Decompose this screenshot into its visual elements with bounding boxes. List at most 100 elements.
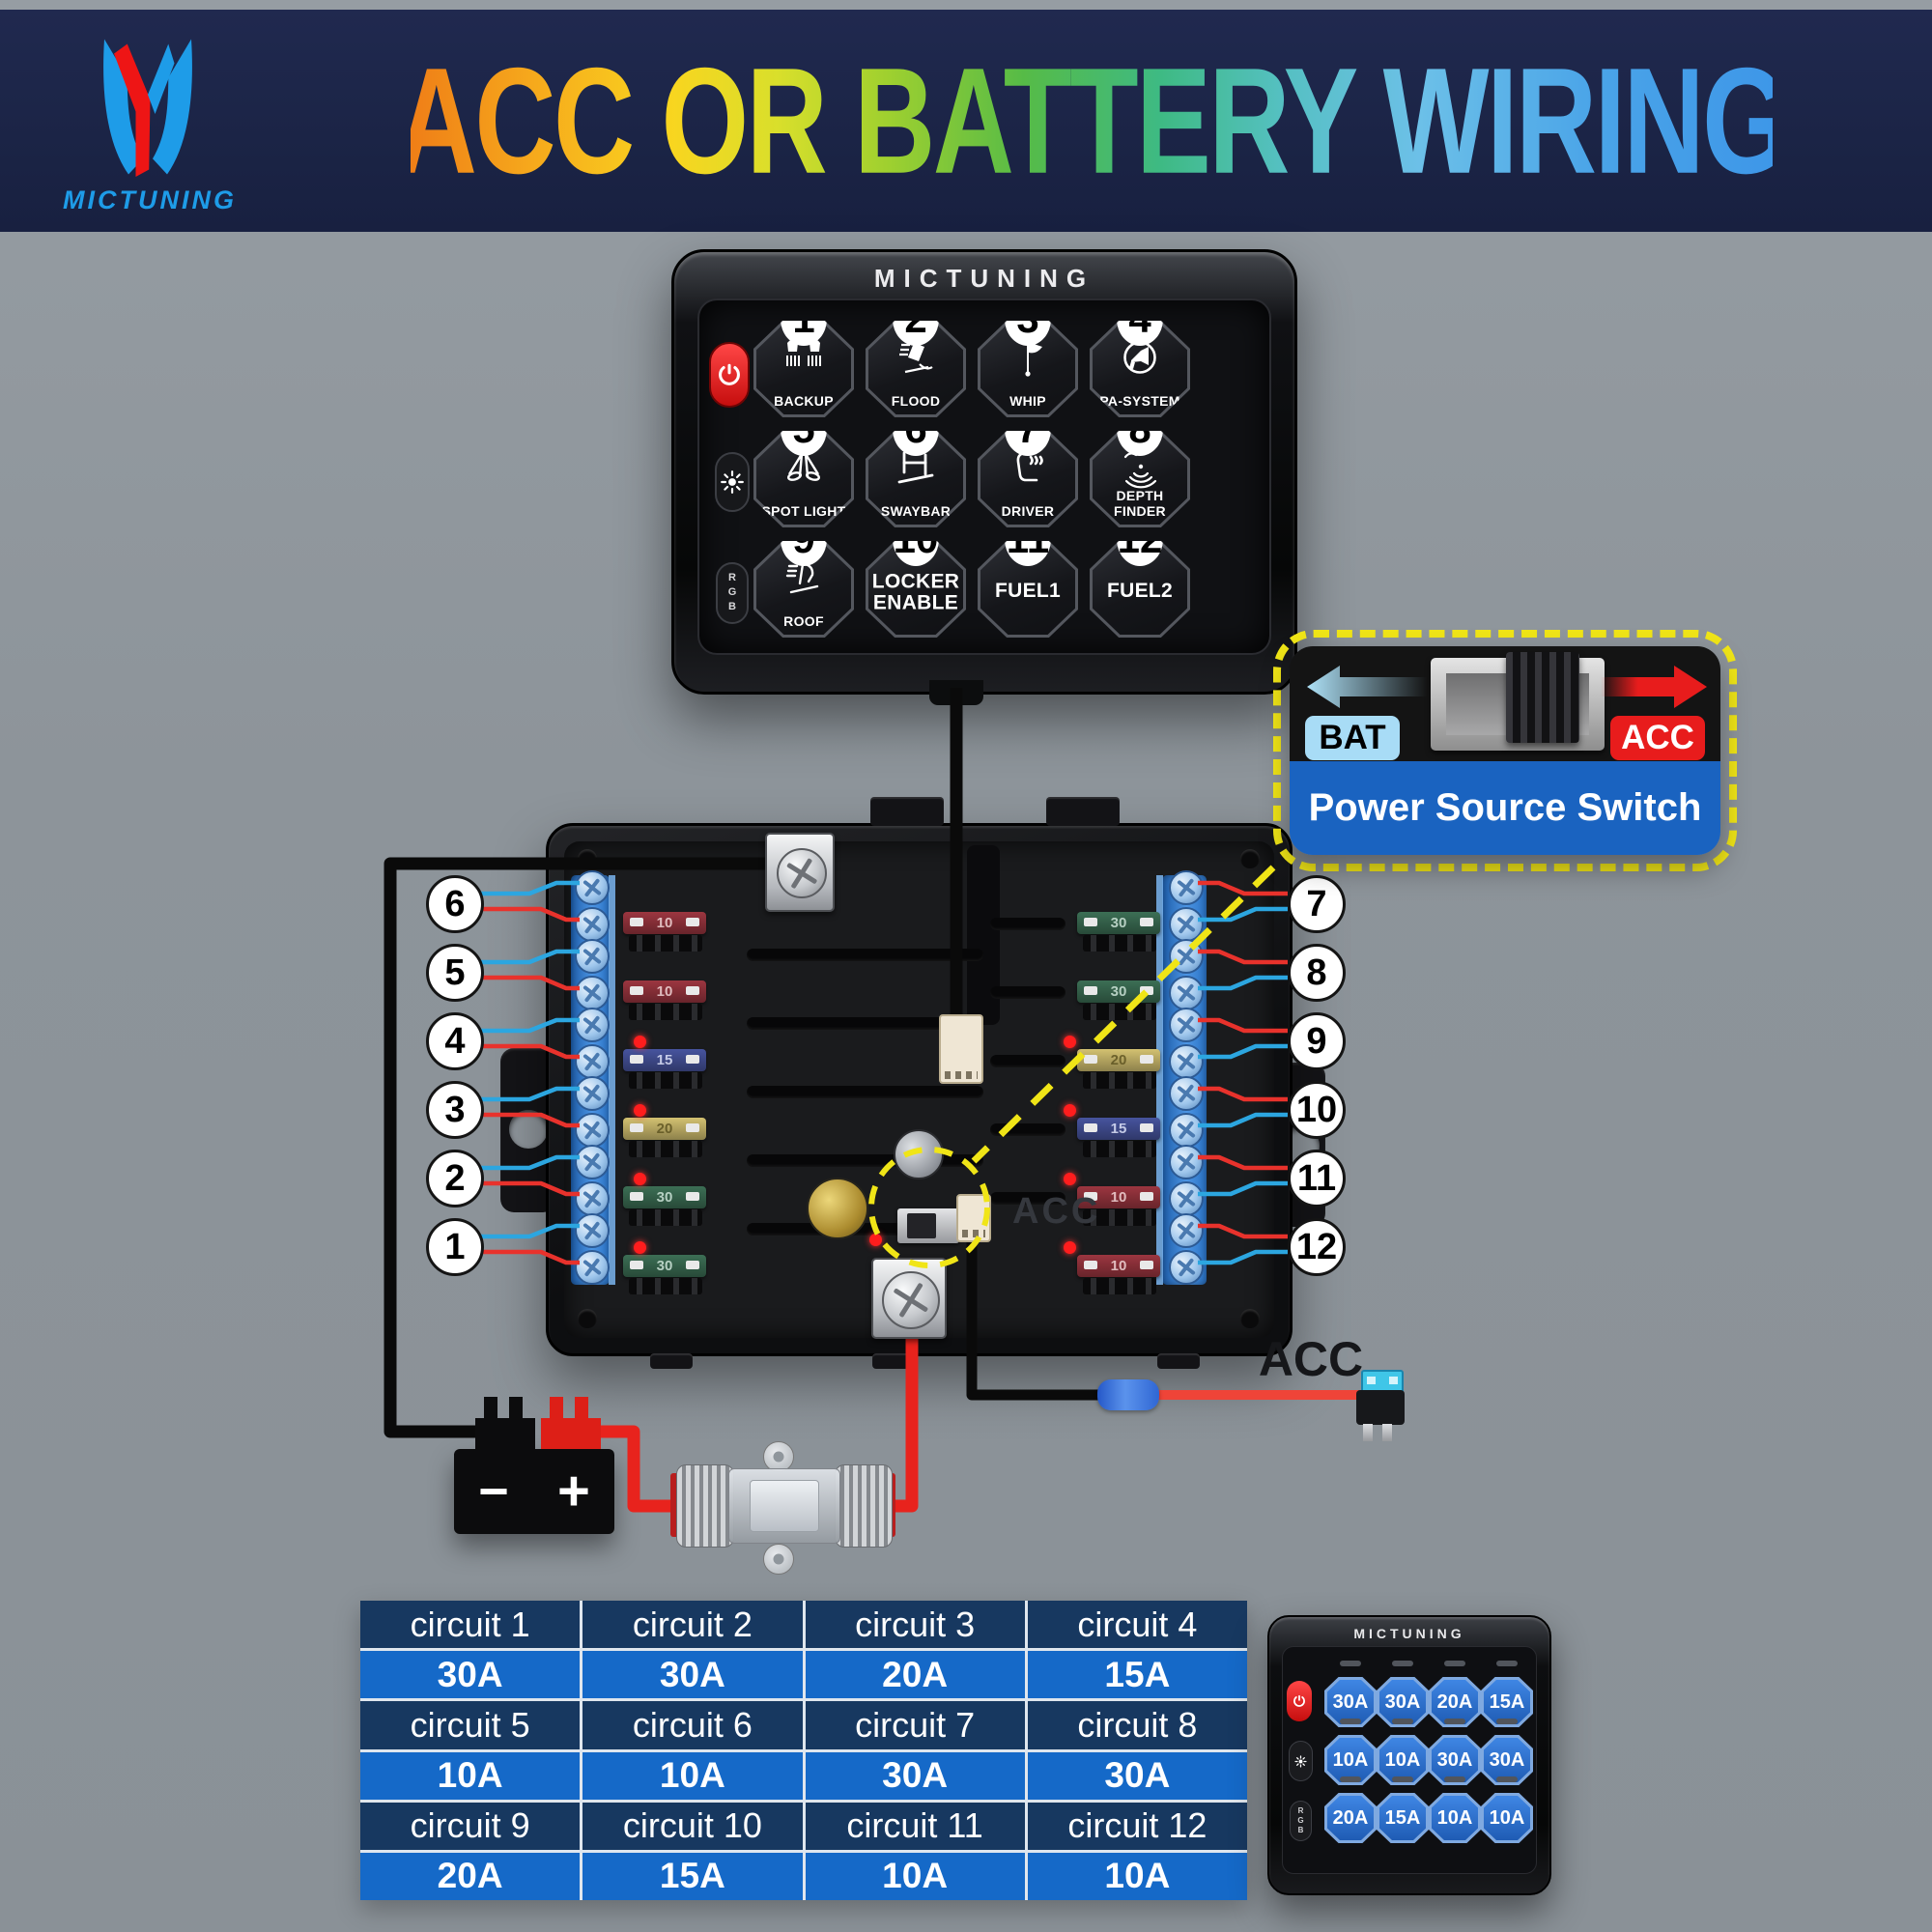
spec-circuit-cell: circuit 10 bbox=[582, 1802, 803, 1850]
mini-button-face: 10A bbox=[1327, 1738, 1374, 1782]
panel-button-driver[interactable]: DRIVER7 bbox=[978, 431, 1078, 527]
mini-power-button[interactable] bbox=[1287, 1681, 1312, 1721]
mini-button-15a[interactable]: 15A bbox=[1481, 1677, 1533, 1727]
panel-button-roof[interactable]: ROOF9 bbox=[753, 541, 854, 638]
circuit-label-8: 8 bbox=[1288, 944, 1346, 1002]
terminal-screw[interactable] bbox=[1169, 870, 1204, 905]
terminal-screw[interactable] bbox=[575, 939, 610, 974]
acc-connector bbox=[956, 1194, 991, 1242]
spec-circuit-cell: circuit 6 bbox=[582, 1701, 803, 1749]
panel-button-depth-finder[interactable]: DEPTH FINDER8 bbox=[1090, 431, 1190, 527]
spec-circuit-cell: circuit 8 bbox=[1027, 1701, 1247, 1749]
terminal-screw[interactable] bbox=[1169, 1213, 1204, 1248]
terminal-screw[interactable] bbox=[575, 1044, 610, 1079]
spec-circuit-cell: circuit 1 bbox=[360, 1601, 581, 1649]
terminal-screw[interactable] bbox=[575, 1008, 610, 1042]
terminal-screw[interactable] bbox=[575, 1113, 610, 1148]
panel-button-backup[interactable]: BACKUP1 bbox=[753, 321, 854, 417]
panel-button-pa-system[interactable]: PA-SYSTEM4 bbox=[1090, 321, 1190, 417]
terminal-screw[interactable] bbox=[575, 1250, 610, 1285]
terminal-screw[interactable] bbox=[1169, 1008, 1204, 1042]
panel-button-label: DEPTH FINDER bbox=[1114, 488, 1166, 519]
mini-button-30a[interactable]: 30A bbox=[1429, 1735, 1481, 1785]
mini-rgb-button[interactable]: RGB bbox=[1290, 1801, 1312, 1841]
fuse-socket bbox=[1083, 1072, 1156, 1089]
main-power-terminal bbox=[871, 1258, 947, 1339]
divider-rib bbox=[990, 1055, 1065, 1067]
power-source-slide-switch[interactable] bbox=[897, 1208, 959, 1243]
mini-button-20a[interactable]: 20A bbox=[1429, 1677, 1481, 1727]
terminal-screw[interactable] bbox=[575, 907, 610, 942]
spec-amp-cell: 10A bbox=[805, 1852, 1025, 1900]
spec-amp-cell: 20A bbox=[805, 1651, 1025, 1699]
box-bracket bbox=[1046, 797, 1120, 826]
mini-button-face: 30A bbox=[1327, 1680, 1374, 1724]
mini-brightness-button[interactable] bbox=[1289, 1741, 1313, 1781]
mini-button-10a[interactable]: 10A bbox=[1481, 1793, 1533, 1843]
panel-button-locker-enable[interactable]: LOCKERENABLE10 bbox=[866, 541, 966, 638]
panel-brand-text: MICTUNING bbox=[873, 264, 1095, 293]
mini-button-30a[interactable]: 30A bbox=[1481, 1735, 1533, 1785]
mini-button-15a[interactable]: 15A bbox=[1377, 1793, 1429, 1843]
terminal-screw[interactable] bbox=[1169, 1113, 1204, 1148]
flood-icon bbox=[893, 334, 939, 381]
mini-button-10a[interactable]: 10A bbox=[1429, 1793, 1481, 1843]
fuse-socket bbox=[629, 1072, 702, 1089]
panel-button-label: SPOT LIGHT bbox=[761, 503, 846, 519]
battery: − + bbox=[454, 1449, 614, 1534]
terminal-screw[interactable] bbox=[575, 1076, 610, 1111]
fuse-socket bbox=[629, 935, 702, 952]
terminal-screw[interactable] bbox=[1169, 1145, 1204, 1179]
panel-button-flood[interactable]: FLOOD2 bbox=[866, 321, 966, 417]
mini-button-10a[interactable]: 10A bbox=[1377, 1735, 1429, 1785]
terminal-screw[interactable] bbox=[575, 976, 610, 1010]
box-tab bbox=[872, 1353, 915, 1369]
mini-button-10a[interactable]: 10A bbox=[1324, 1735, 1377, 1785]
tap-body bbox=[1356, 1390, 1405, 1425]
acc-marking: ACC bbox=[1012, 1191, 1101, 1232]
slide-switch[interactable] bbox=[1431, 652, 1605, 751]
mini-button-20a[interactable]: 20A bbox=[1324, 1793, 1377, 1843]
rgb-icon: RGB bbox=[726, 571, 738, 615]
terminal-screw[interactable] bbox=[575, 1213, 610, 1248]
terminal-screw[interactable] bbox=[1169, 1250, 1204, 1285]
panel-button-fuel1[interactable]: FUEL111 bbox=[978, 541, 1078, 638]
terminal-screw[interactable] bbox=[575, 1181, 610, 1216]
mini-button-face: 30A bbox=[1484, 1738, 1530, 1782]
mini-button-30a[interactable]: 30A bbox=[1377, 1677, 1429, 1727]
panel-button-spot-light[interactable]: SPOT LIGHT5 bbox=[753, 431, 854, 527]
terminal-screw[interactable] bbox=[1169, 1181, 1204, 1216]
capacitor-yellow bbox=[807, 1178, 868, 1239]
mini-button-face: 15A bbox=[1484, 1680, 1530, 1724]
tap-pin bbox=[1382, 1424, 1392, 1441]
acc-wire-label: ACC bbox=[1258, 1332, 1364, 1386]
power-icon bbox=[1293, 1694, 1305, 1707]
panel-brightness-button[interactable] bbox=[715, 452, 750, 512]
spec-amp-cell: 30A bbox=[582, 1651, 803, 1699]
panel-cable-port bbox=[929, 680, 983, 705]
panel-button-fuel2[interactable]: FUEL212 bbox=[1090, 541, 1190, 638]
spec-circuit-cell: circuit 9 bbox=[360, 1802, 581, 1850]
mini-button-30a[interactable]: 30A bbox=[1324, 1677, 1377, 1727]
panel-button-whip[interactable]: WHIP3 bbox=[978, 321, 1078, 417]
panel-rgb-button[interactable]: RGB bbox=[716, 562, 749, 624]
divider-rib bbox=[990, 918, 1065, 930]
terminal-screw[interactable] bbox=[1169, 1044, 1204, 1079]
circuit-label-9: 9 bbox=[1288, 1012, 1346, 1070]
panel-button-number: 12 bbox=[1117, 541, 1163, 566]
terminal-screw[interactable] bbox=[575, 1145, 610, 1179]
panel-button-swaybar[interactable]: SWAYBAR6 bbox=[866, 431, 966, 527]
terminal-screw[interactable] bbox=[575, 870, 610, 905]
terminal-screw[interactable] bbox=[1169, 907, 1204, 942]
panel-button-number: 10 bbox=[893, 541, 939, 566]
terminal-screw[interactable] bbox=[1169, 976, 1204, 1010]
panel-power-button[interactable] bbox=[709, 342, 750, 408]
holder-cap-right bbox=[835, 1464, 893, 1548]
terminal-screw[interactable] bbox=[1169, 939, 1204, 974]
mounting-hole bbox=[509, 1110, 548, 1149]
power-icon bbox=[719, 363, 740, 385]
case-screw bbox=[1240, 849, 1260, 868]
fuse-socket bbox=[629, 1141, 702, 1157]
terminal-screw[interactable] bbox=[1169, 1076, 1204, 1111]
